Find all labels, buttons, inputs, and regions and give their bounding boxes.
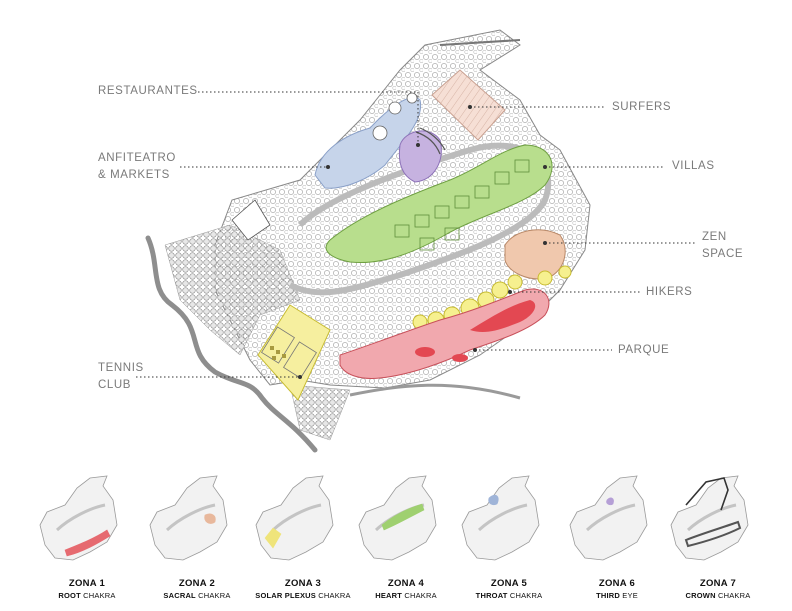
thumbnail-plan: [670, 475, 749, 561]
zone-restaurantes: [314, 97, 422, 189]
label-hikers: HIKERS: [646, 286, 693, 298]
zone-zen: [504, 229, 566, 280]
thumbnail-outline: [461, 475, 540, 561]
thumbnail-plan: [149, 475, 228, 561]
thumbnail-outline: [569, 475, 648, 561]
zone-name: ZONA 7: [699, 578, 737, 589]
zone-chakra: SACRAL CHAKRA: [142, 590, 252, 602]
zone-chakra: THROAT CHAKRA: [454, 590, 564, 602]
thumbnail-road: [165, 503, 216, 532]
thumbnail-outline: [670, 475, 749, 561]
thumbnail-highlight: [606, 497, 614, 506]
zone-chakra: CROWN CHAKRA: [663, 590, 773, 602]
thumbnail-outline: [255, 475, 334, 561]
zone-chakra-bold: THIRD: [596, 591, 620, 600]
zone-name: ZONA 1: [68, 578, 106, 589]
zone-thumbnail-6: [565, 470, 655, 570]
villa-units: [394, 159, 530, 251]
leader-lines: [136, 91, 695, 378]
zone-anfiteatro: [398, 130, 442, 183]
leader-dots: [298, 105, 547, 379]
thumbnail-highlight: [684, 520, 742, 548]
zone-chakra-rest: CHAKRA: [316, 591, 351, 600]
zone-parque: [339, 288, 550, 379]
zone-thumbnail-5: [457, 470, 547, 570]
forest-south: [289, 384, 351, 441]
zone-chakra-rest: CHAKRA: [507, 591, 543, 600]
thumbnail-plan: [569, 475, 648, 561]
zone-name: ZONA 6: [598, 578, 636, 589]
label-villas: VILLAS: [672, 160, 715, 172]
thumbnail-road: [686, 503, 737, 532]
zone-thumbnail-7: [666, 470, 756, 570]
zone-chakra-bold: ROOT: [58, 591, 81, 600]
label-anfiteatro-markets: ANFITEATRO & MARKETS: [98, 152, 176, 181]
label-parque: PARQUE: [618, 344, 670, 356]
zone-chakra-rest: EYE: [620, 591, 638, 600]
zone-chakra-rest: CHAKRA: [715, 591, 751, 600]
label-tennis-club: TENNIS CLUB: [98, 362, 144, 391]
thumbnail-highlight: [381, 503, 425, 531]
thumbnail-plan: [255, 475, 334, 561]
zone-name: ZONA 2: [178, 578, 216, 589]
thumbnail-road: [271, 503, 322, 532]
zone-thumbnail-3: [251, 470, 341, 570]
site-plan-map: [136, 29, 695, 453]
zone-chakra-bold: THROAT: [475, 591, 508, 600]
zone-chakra: ROOT CHAKRA: [32, 590, 142, 602]
zone-name: ZONA 4: [387, 578, 425, 589]
thumbnail-road: [55, 503, 106, 532]
zone-thumbnail-1: [35, 470, 125, 570]
river-line: [145, 235, 318, 453]
zone-name: ZONA 5: [490, 578, 528, 589]
thumbnail-road: [477, 503, 528, 532]
zone-chakra-bold: HEART: [375, 591, 403, 600]
zone-chakra-bold: CROWN: [685, 591, 716, 600]
label-restaurantes: RESTAURANTES: [98, 85, 198, 97]
zone-thumbnail-4: [354, 470, 444, 570]
zone-chakra: HEART CHAKRA: [351, 590, 461, 602]
zone-chakra-rest: CHAKRA: [402, 591, 437, 600]
label-zen-space: ZEN SPACE: [702, 231, 744, 260]
thumbnail-crown-path: [685, 477, 729, 511]
road-line-north: [439, 39, 521, 46]
thumbnail-road: [585, 503, 636, 532]
thumbnail-plan: [39, 475, 118, 561]
zone-chakra-rest: CHAKRA: [80, 591, 116, 600]
tennis-court-blocks: [270, 346, 286, 360]
zone-chakra-bold: SOLAR PLEXUS: [255, 591, 316, 600]
building-west: [231, 199, 271, 241]
zone-chakra-bold: SACRAL: [163, 591, 196, 600]
thumbnail-plan: [358, 475, 437, 561]
thumbnail-highlight: [64, 529, 111, 557]
thumbnail-highlight: [488, 494, 499, 506]
zone-chakra-rest: CHAKRA: [195, 591, 231, 600]
road-line-south: [349, 383, 521, 400]
thumbnail-highlight: [204, 513, 216, 524]
thumbnail-outline: [149, 475, 228, 561]
thumbnail-highlight: [264, 527, 282, 549]
zone-chakra: SOLAR PLEXUS CHAKRA: [248, 590, 358, 602]
thumbnail-plan: [461, 475, 540, 561]
zone-chakra: THIRD EYE: [562, 590, 672, 602]
zone-name: ZONA 3: [284, 578, 322, 589]
zone-villas: [325, 144, 553, 263]
zone-thumbnail-2: [145, 470, 235, 570]
label-surfers: SURFERS: [612, 101, 672, 113]
